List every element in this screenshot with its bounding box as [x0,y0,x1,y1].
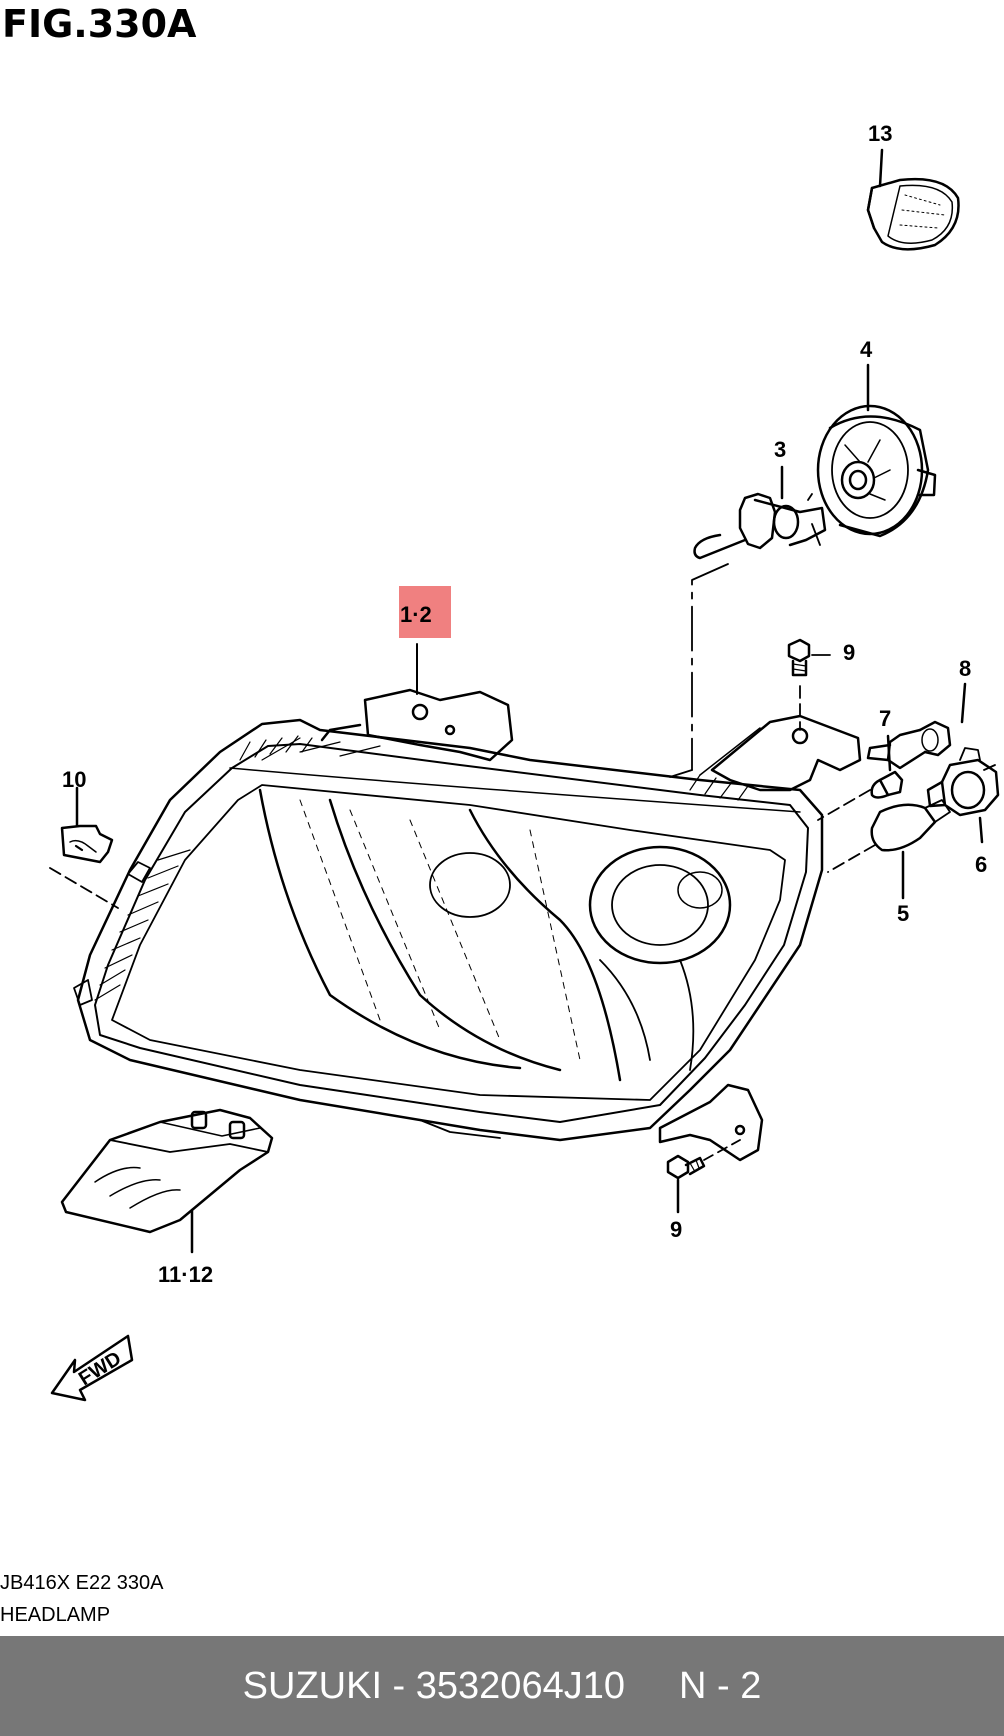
part-4-rear-cap [816,363,937,538]
highlight-box [399,586,451,638]
part-8-socket [866,682,967,770]
part-11-12-cover [60,1108,274,1254]
callout-11-12: 11·12 [158,1262,213,1287]
callout-3: 3 [774,437,786,462]
callout-6: 6 [975,852,987,877]
part-7-small-bulb [870,734,904,799]
part-9-screw-bottom [666,1139,741,1214]
part-10-clip [49,786,119,909]
headlamp-exploded-diagram: 13 4 3 1·2 9 8 7 10 6 5 9 11·12 FWD [49,121,1000,1402]
callout-1-2: 1·2 [400,602,432,627]
part-13-side-marker [866,148,960,251]
part-5-bulb [870,799,951,900]
part-6-socket [926,747,1000,844]
figure-name: HEADLAMP [0,1604,111,1626]
footer-part-number: SUZUKI - 3532064J10 [242,1664,625,1707]
footer-page: N - 2 [678,1664,762,1707]
callout-9-top: 9 [843,640,855,665]
callout-10: 10 [62,767,86,792]
callout-7: 7 [879,706,891,731]
callout-8: 8 [959,656,971,681]
figure-title: FIG.330A [2,2,197,46]
footer-bar: SUZUKI - 3532064J10 N - 2 [0,1636,1004,1736]
part-9-screw-top [787,638,831,731]
callout-4: 4 [860,337,873,362]
callout-5: 5 [897,901,909,926]
callout-13: 13 [868,121,892,146]
figure-code: JB416X E22 330A [0,1572,164,1594]
part-3-bulb [693,465,827,560]
callout-9-bottom: 9 [670,1217,682,1242]
fwd-direction-arrow [50,1334,134,1402]
part-1-2-headlamp-assembly [73,688,862,1162]
